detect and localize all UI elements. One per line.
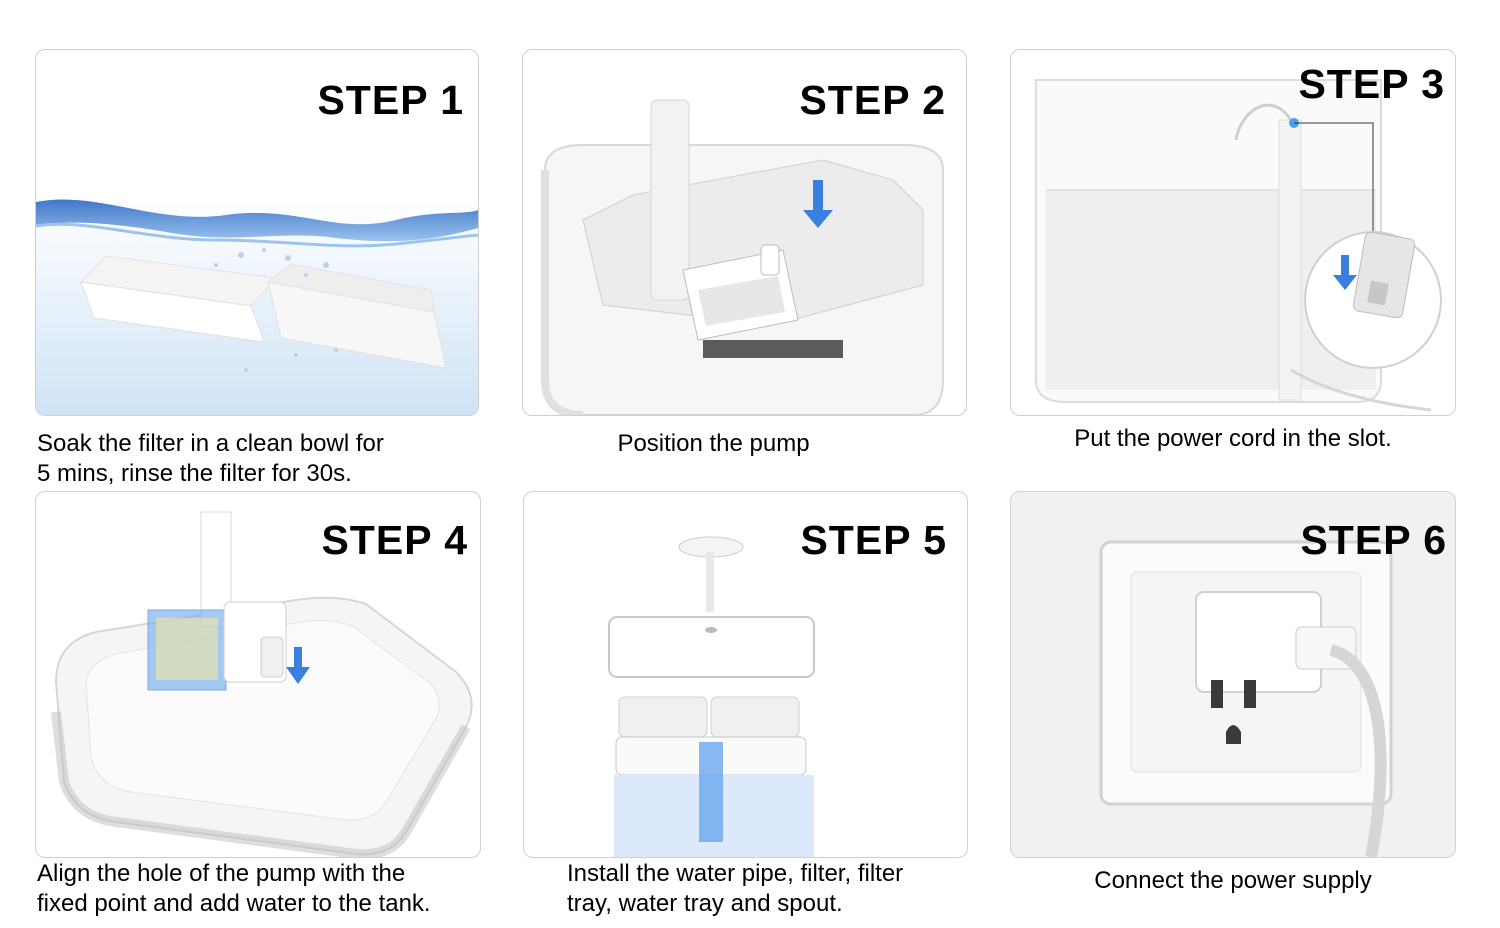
- pump-on-tray-icon: [51, 511, 473, 857]
- filter-soaking-in-water-icon: [36, 199, 478, 415]
- step-4-panel: STEP 4: [35, 491, 481, 858]
- step-6-panel: STEP 6: [1010, 491, 1456, 858]
- step-6-caption: Connect the power supply: [1010, 866, 1456, 896]
- step-1-caption: Soak the filter in a clean bowl for 5 mi…: [37, 429, 477, 489]
- step-5-caption: Install the water pipe, filter, filter t…: [567, 859, 987, 919]
- step-title: STEP 1: [317, 77, 464, 123]
- caption-line: Soak the filter in a clean bowl for: [37, 430, 384, 457]
- caption-line: Put the power cord in the slot.: [1074, 425, 1392, 452]
- step-2-caption: Position the pump: [522, 429, 905, 459]
- step-5-panel: STEP 5: [523, 491, 968, 858]
- step-4-caption: Align the hole of the pump with the fixe…: [37, 859, 497, 919]
- exploded-fountain-assembly-icon: [608, 536, 815, 857]
- caption-line: Install the water pipe, filter, filter: [567, 860, 904, 887]
- step-1-panel: STEP 1: [35, 49, 479, 416]
- caption-line: Align the hole of the pump with the: [37, 860, 406, 887]
- step-2-panel: STEP 2: [522, 49, 967, 416]
- step-3-caption: Put the power cord in the slot.: [1010, 424, 1456, 454]
- caption-line: Position the pump: [617, 430, 810, 457]
- power-cord-slot-icon: [1035, 79, 1442, 412]
- caption-line: 5 mins, rinse the filter for 30s.: [37, 460, 352, 487]
- caption-line: tray, water tray and spout.: [567, 890, 843, 917]
- caption-line: Connect the power supply: [1094, 867, 1372, 894]
- caption-line: fixed point and add water to the tank.: [37, 890, 431, 917]
- step-title: STEP 2: [799, 77, 946, 123]
- step-title: STEP 6: [1300, 517, 1447, 563]
- step-title: STEP 4: [321, 517, 468, 563]
- step-3-panel: STEP 3: [1010, 49, 1456, 416]
- pump-in-tank-icon: [541, 99, 944, 415]
- step-title: STEP 5: [800, 517, 947, 563]
- step-title: STEP 3: [1298, 61, 1445, 107]
- wall-outlet-adapter-icon: [1011, 492, 1455, 857]
